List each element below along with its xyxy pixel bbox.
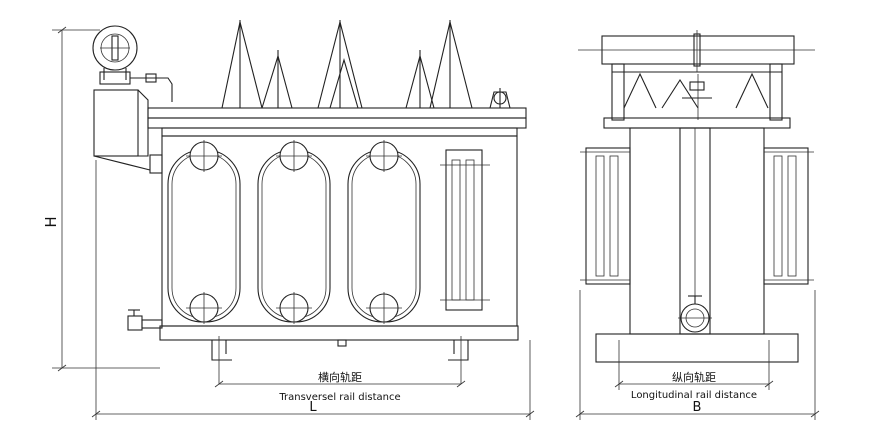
conservator [92,25,173,102]
tank-cover [147,107,527,137]
side-cover [603,117,791,129]
front-view: H [42,20,535,420]
longitudinal-rail-label-zh: 纵向轨距 [672,370,716,384]
length-dimension: L [91,160,535,420]
height-label: H [42,216,60,227]
transverse-rail-dimension: 横向轨距 Transversel rail distance [214,370,466,403]
transverse-rail-label-en: Transversel rail distance [278,392,400,403]
width-label: B [693,400,702,415]
side-tank-body [629,127,765,335]
side-conservator [578,30,815,121]
length-label: L [309,400,317,415]
control-box [93,89,163,174]
tank-body [127,135,519,347]
bushings [221,20,511,109]
side-view: 纵向轨距 Longitudinal rail distance B [575,30,820,420]
longitudinal-rail-dimension: 纵向轨距 Longitudinal rail distance [614,370,774,401]
side-radiators [580,147,814,285]
width-dimension: B [575,290,820,420]
transverse-rail-label-zh: 横向轨距 [318,370,362,384]
height-dimension: H [42,26,160,372]
base-channels [211,336,469,384]
side-base [595,333,799,390]
longitudinal-rail-label-en: Longitudinal rail distance [631,390,757,401]
